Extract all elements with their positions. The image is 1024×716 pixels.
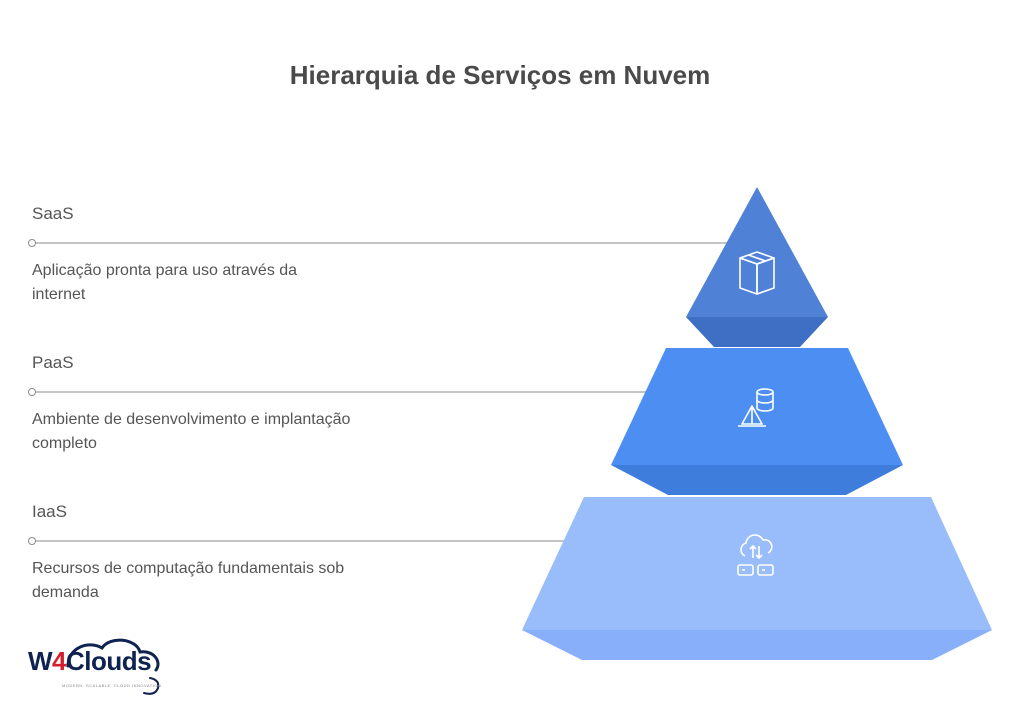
paas-connector-dot	[28, 388, 36, 396]
diagram-title: Hierarquia de Serviços em Nuvem	[289, 60, 711, 90]
paas-tier	[611, 348, 903, 495]
paas-connector	[28, 388, 653, 396]
iaas-description: Recursos de computação fundamentais sob …	[32, 560, 345, 601]
saas-connector-dot	[28, 239, 36, 247]
iaas-connector-dot	[28, 537, 36, 545]
logo-w: W	[28, 646, 53, 676]
saas-label: SaaS	[32, 204, 74, 223]
database-build-icon	[738, 388, 774, 427]
saas-connector	[28, 239, 728, 247]
iaas-tier	[522, 497, 992, 660]
logo-wordmark: W4Clouds	[28, 646, 152, 677]
cloud-server-icon	[737, 534, 774, 576]
saas-description: Aplicação pronta para uso através da int…	[32, 262, 298, 303]
saas-tier	[686, 187, 828, 347]
logo-four: 4	[52, 646, 67, 676]
logo-clouds: Clouds	[66, 646, 152, 676]
paas-label: PaaS	[32, 353, 74, 372]
iaas-connector	[28, 537, 573, 545]
iaas-label: IaaS	[32, 502, 67, 521]
logo-cloud-outline	[66, 638, 160, 695]
logo-tagline: MODERN. SCALABLE. CLOUD INNOVATION.	[62, 683, 163, 688]
package-box-icon	[739, 251, 775, 295]
paas-description: Ambiente de desenvolvimento e implantaçã…	[32, 411, 351, 452]
